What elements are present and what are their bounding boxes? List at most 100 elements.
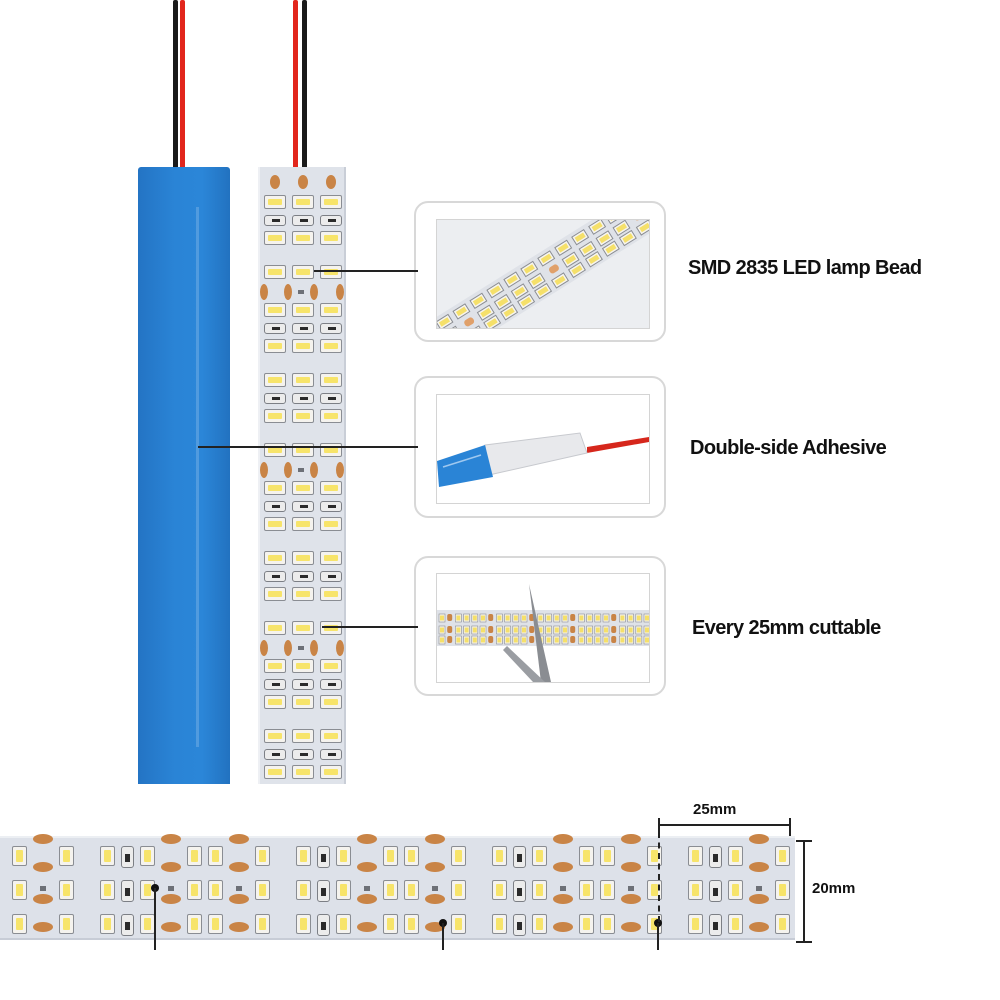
led-emitter — [579, 637, 584, 643]
resistor — [264, 571, 286, 582]
resistor — [317, 846, 330, 868]
solder-pad — [161, 862, 181, 872]
solder-pad — [425, 862, 445, 872]
led-chip — [292, 481, 314, 495]
cut-mark — [40, 886, 46, 891]
led-chip — [688, 880, 703, 900]
resistor — [320, 215, 342, 226]
solder-pad — [488, 614, 494, 621]
resistor — [320, 323, 342, 334]
led-emitter — [583, 918, 590, 930]
led-chip — [383, 880, 398, 900]
led-chip — [320, 481, 342, 495]
led-emitter — [324, 199, 338, 205]
resistor — [320, 393, 342, 404]
resistor — [292, 215, 314, 226]
resistor — [292, 323, 314, 334]
led-emitter — [514, 286, 526, 297]
led-emitter — [268, 699, 282, 705]
solder-pad — [570, 614, 576, 621]
cut-mark — [432, 886, 438, 891]
resistor-body — [713, 887, 718, 897]
led-emitter — [523, 264, 535, 274]
led-chip — [320, 339, 342, 353]
solder-pad — [621, 834, 641, 844]
leader-line-lamp-bead — [314, 270, 418, 272]
resistor — [121, 846, 134, 868]
led-emitter — [563, 615, 567, 621]
led-emitter — [497, 627, 502, 633]
solder-pad — [357, 862, 377, 872]
solder-pad — [553, 922, 573, 932]
resistor-body — [299, 505, 309, 508]
led-emitter — [505, 627, 510, 633]
led-chip — [264, 729, 286, 743]
led-emitter — [387, 884, 394, 896]
led-emitter — [296, 413, 310, 419]
solder-pad — [260, 462, 268, 478]
led-chip — [296, 914, 311, 934]
led-chip — [451, 880, 466, 900]
resistor — [513, 846, 526, 868]
led-emitter — [296, 447, 310, 453]
led-emitter — [259, 884, 266, 896]
led-chip — [728, 846, 743, 866]
led-chip — [320, 303, 342, 317]
led-emitter — [615, 223, 628, 233]
led-emitter — [296, 521, 310, 527]
led-chip — [292, 195, 314, 209]
led-emitter — [497, 297, 509, 307]
led-chip — [264, 517, 286, 531]
led-emitter — [259, 918, 266, 930]
led-chip — [292, 265, 314, 279]
solder-pad — [749, 894, 769, 904]
solder-pad — [425, 894, 445, 904]
led-emitter — [408, 884, 415, 896]
solder-pad — [336, 284, 344, 300]
resistor — [264, 749, 286, 760]
led-chip — [336, 880, 351, 900]
led-emitter — [324, 555, 338, 561]
led-chip — [208, 846, 223, 866]
led-emitter — [340, 850, 347, 862]
black-wire-left — [173, 0, 178, 170]
resistor-body — [327, 327, 337, 330]
led-chip — [208, 880, 223, 900]
pointer-line-2 — [442, 923, 444, 950]
resistor — [264, 679, 286, 690]
led-emitter — [505, 615, 510, 621]
solder-pad — [161, 834, 181, 844]
led-emitter — [144, 884, 151, 896]
led-emitter — [779, 850, 786, 862]
red-wire-left — [180, 0, 185, 170]
resistor-body — [713, 853, 718, 863]
led-chip — [255, 880, 270, 900]
led-emitter — [571, 265, 583, 275]
led-emitter — [595, 637, 600, 643]
led-emitter — [481, 637, 485, 643]
led-emitter — [628, 637, 633, 643]
resistor — [320, 571, 342, 582]
led-emitter — [582, 244, 594, 254]
resistor — [709, 880, 722, 902]
solder-pad — [529, 636, 535, 643]
led-emitter — [554, 637, 559, 643]
led-chip — [264, 481, 286, 495]
solder-pad — [229, 922, 249, 932]
solder-pad — [749, 834, 769, 844]
led-emitter — [296, 769, 310, 775]
led-emitter — [636, 627, 641, 633]
led-emitter — [212, 918, 219, 930]
led-chip — [187, 880, 202, 900]
dimension-length-bar — [658, 824, 790, 826]
resistor — [292, 571, 314, 582]
solder-pad — [310, 462, 318, 478]
resistor-body — [517, 887, 522, 897]
solder-pad — [357, 894, 377, 904]
led-emitter — [63, 884, 70, 896]
solder-pad — [570, 626, 576, 633]
led-chip — [688, 846, 703, 866]
adhesive-peel-illustration — [437, 432, 649, 487]
cut-mark — [298, 646, 304, 650]
led-emitter — [296, 199, 310, 205]
